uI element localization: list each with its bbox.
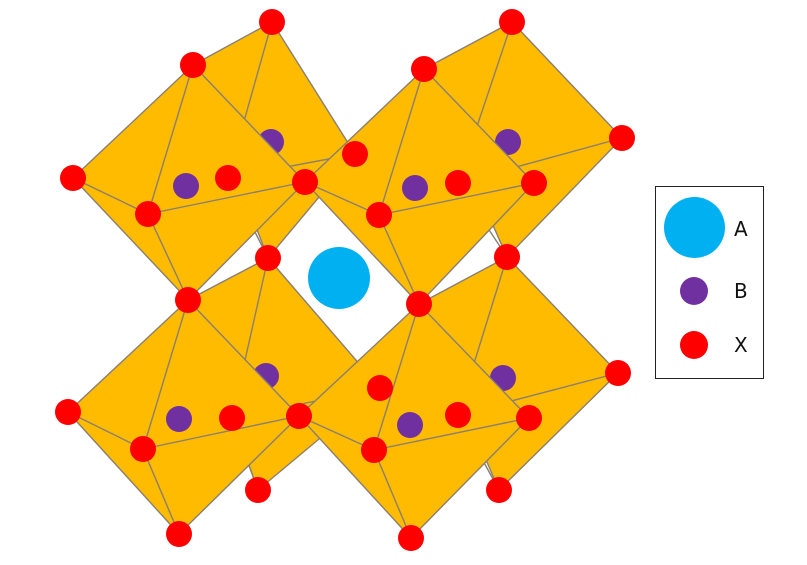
x-site-atom [605, 360, 631, 386]
x-site-atom [366, 202, 392, 228]
x-site-atom [292, 169, 318, 195]
legend-label-x: X [734, 333, 748, 357]
x-site-atom [55, 399, 81, 425]
x-site-atom [406, 291, 432, 317]
x-site-atom [486, 477, 512, 503]
legend-label-b: B [734, 279, 748, 303]
legend-item-x: X [656, 319, 763, 379]
x-site-atom [494, 244, 520, 270]
octahedron-edge [378, 68, 425, 216]
b-site-atom [173, 173, 199, 199]
x-site-atom [255, 245, 281, 271]
legend-item-b: B [656, 265, 763, 325]
x-site-atom [411, 56, 437, 82]
b-site-atom [166, 406, 192, 432]
x-site-atom [180, 52, 206, 78]
octahedron-edge [72, 177, 149, 215]
b-site-atom [397, 412, 423, 438]
x-site-atom [342, 141, 368, 167]
octahedron-edge [298, 415, 375, 451]
x-site-atom [175, 287, 201, 313]
a-site-icon [664, 197, 725, 258]
octahedron-edge [378, 182, 535, 216]
octahedron-edge [373, 449, 412, 539]
legend-label-a: A [734, 217, 748, 241]
x-site-atom [60, 165, 86, 191]
x-site-icon [680, 331, 708, 359]
octahedron-edge [147, 181, 306, 215]
x-site-atom [219, 405, 245, 431]
x-site-atoms [55, 9, 635, 551]
x-site-atom [259, 9, 285, 35]
x-site-atom [516, 405, 542, 431]
x-site-atom [245, 477, 271, 503]
legend-item-a: A [656, 195, 763, 258]
x-site-atom [215, 165, 241, 191]
legend: A B X [655, 186, 764, 379]
x-site-atom [135, 201, 161, 227]
octahedron-edge [147, 64, 194, 215]
octahedron-edge [304, 181, 380, 216]
octahedra-layer [55, 9, 635, 551]
x-site-atom [166, 521, 192, 547]
x-site-atom [398, 525, 424, 551]
a-site-atom [308, 247, 370, 309]
octahedron-edge [378, 214, 420, 305]
x-site-atom [367, 375, 393, 401]
octahedron-edge [142, 415, 300, 450]
octahedron-edge [147, 213, 189, 301]
b-site-atom [402, 175, 428, 201]
x-site-atom [499, 9, 525, 35]
octahedron-edge [142, 299, 189, 450]
octahedron-edge [67, 411, 144, 450]
x-site-atom [130, 436, 156, 462]
x-site-atom [286, 403, 312, 429]
x-site-atom [445, 170, 471, 196]
x-site-atom [361, 437, 387, 463]
x-site-atom [521, 170, 547, 196]
x-site-atom [445, 402, 471, 428]
b-site-icon [680, 277, 708, 305]
octahedron-edge [373, 303, 420, 451]
octahedron-edge [142, 448, 180, 535]
x-site-atom [609, 125, 635, 151]
octahedron-edge [373, 417, 530, 451]
